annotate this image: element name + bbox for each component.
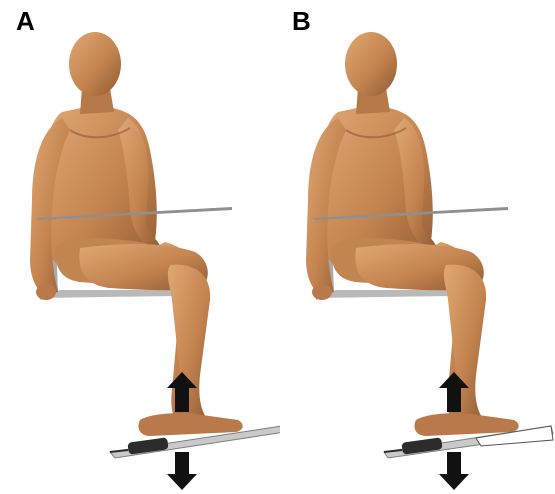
foot	[414, 413, 518, 436]
panel-b-illustration	[276, 0, 555, 494]
hand	[36, 284, 56, 300]
foot	[138, 413, 242, 436]
panel-a-illustration	[0, 0, 280, 494]
down-arrow-icon	[439, 452, 469, 490]
down-arrow-icon	[167, 452, 197, 490]
head	[345, 32, 397, 96]
head	[69, 32, 121, 96]
hand	[312, 284, 332, 300]
